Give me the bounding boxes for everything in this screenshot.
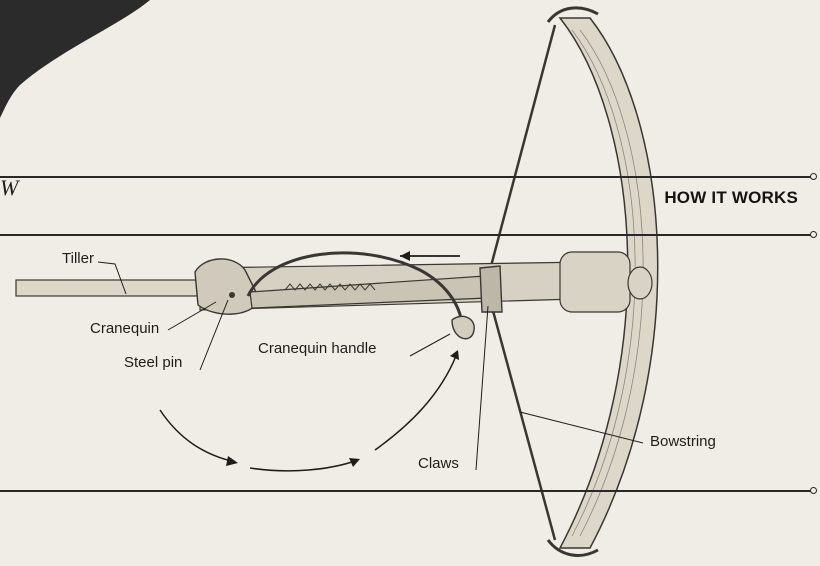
callout-cranequin-handle: Cranequin handle [258,340,376,357]
callout-steel-pin: Steel pin [124,354,182,371]
dark-corner-shape [0,0,150,118]
rule-bottom [0,490,812,492]
section-label: HOW IT WORKS [664,188,798,208]
rule-bottom-end [810,487,817,494]
rule-top-end [810,173,817,180]
leader-claws [476,306,488,470]
callout-bowstring: Bowstring [650,433,716,450]
rule-middle-end [810,231,817,238]
leader-cranequin-handle [410,334,450,356]
callout-claws: Claws [418,455,459,472]
rule-top [0,176,812,178]
leader-cranequin [168,302,216,330]
claws [480,266,502,312]
callout-tiller: Tiller [62,250,94,267]
title-fragment: W [0,175,18,201]
callout-cranequin: Cranequin [90,320,159,337]
rule-middle [0,234,812,236]
